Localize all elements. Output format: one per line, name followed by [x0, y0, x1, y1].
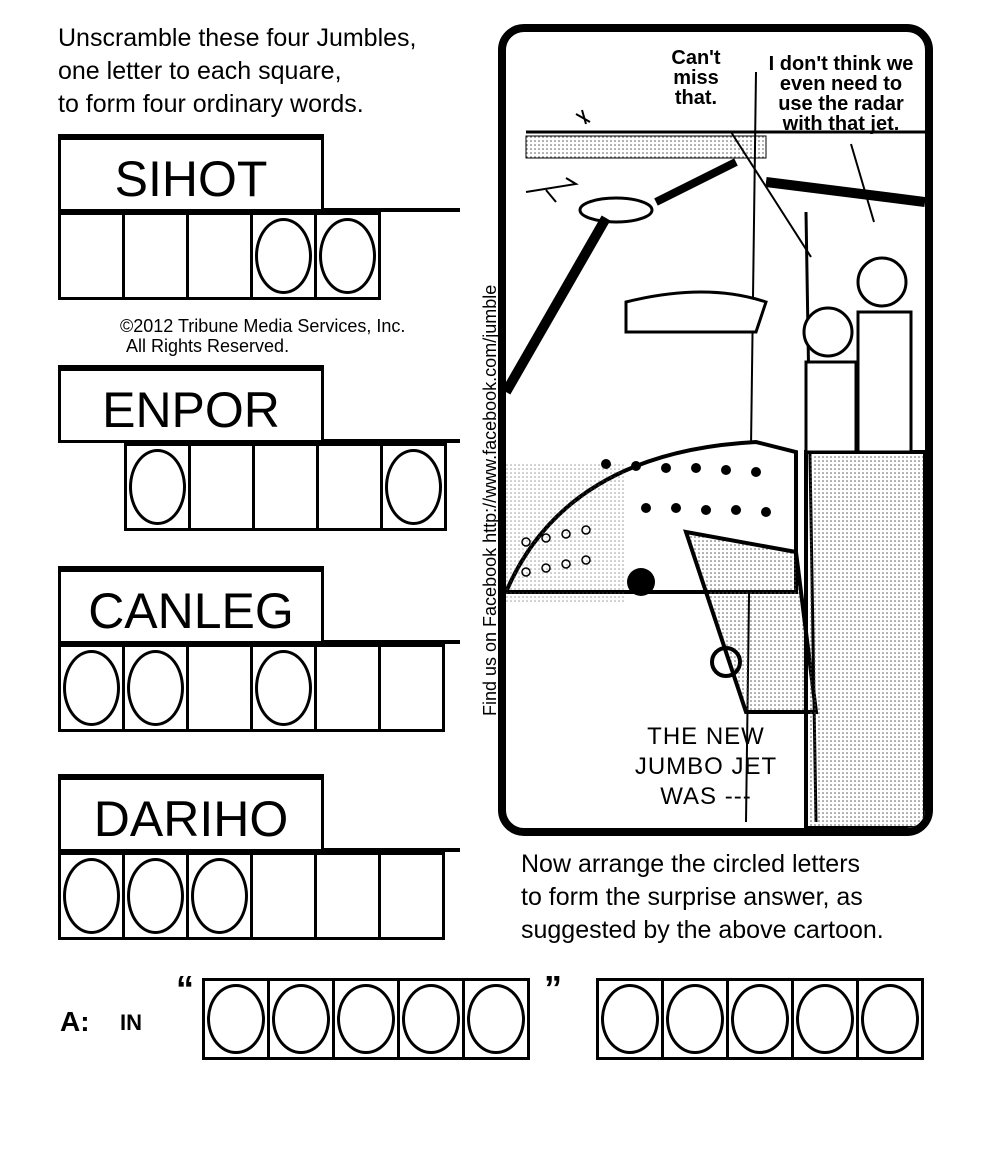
circled-letter-square[interactable] [124, 443, 191, 531]
answer-letter-square[interactable] [202, 978, 270, 1060]
cartoon-caption: THE NEW JUMBO JET WAS --- [606, 722, 806, 812]
copyright-line: All Rights Reserved. [126, 336, 290, 356]
jumble-2: ENPOR [58, 365, 460, 535]
jumble-3: CANLEG [58, 566, 460, 736]
answer-prefix: IN [120, 1010, 142, 1035]
scrambled-word-box: CANLEG [58, 566, 324, 644]
caption-line: THE NEW [647, 723, 765, 750]
bubble-line: Can't [671, 47, 721, 69]
divider [324, 848, 460, 852]
letter-square[interactable] [122, 212, 189, 300]
answer-letter-square[interactable] [397, 978, 465, 1060]
close-quote: ” [544, 968, 562, 1009]
answer-cells [58, 644, 445, 732]
letter-square[interactable] [316, 443, 383, 531]
answer-letter-square[interactable] [791, 978, 859, 1060]
circled-letter-square[interactable] [122, 852, 189, 940]
scrambled-word: SIHOT [114, 151, 268, 207]
divider [324, 208, 460, 212]
scrambled-word: CANLEG [88, 583, 294, 639]
instructions: Unscramble these four Jumbles, one lette… [58, 22, 478, 121]
letter-square[interactable] [58, 212, 125, 300]
bubble-line: that. [674, 87, 718, 109]
jumble-1: SIHOT [58, 134, 460, 304]
copyright: ©2012 Tribune Media Services, Inc. All R… [120, 316, 405, 356]
cartoon-illustration [506, 71, 925, 828]
answer-letter-square[interactable] [726, 978, 794, 1060]
answer-word-2 [596, 978, 924, 1060]
letter-square[interactable] [186, 212, 253, 300]
letter-square[interactable] [252, 443, 319, 531]
letter-square[interactable] [186, 644, 253, 732]
answer-letter-square[interactable] [856, 978, 924, 1060]
letter-square[interactable] [378, 644, 445, 732]
answer-letter-square[interactable] [267, 978, 335, 1060]
instructions-line: Unscramble these four Jumbles, [58, 24, 417, 52]
answer-letter-square[interactable] [332, 978, 400, 1060]
scrambled-word-box: DARIHO [58, 774, 324, 852]
letter-square[interactable] [314, 852, 381, 940]
bubble-line: miss [673, 67, 719, 89]
caption-line: JUMBO JET [634, 753, 778, 780]
answer-word-1 [202, 978, 530, 1060]
answer-letter-square[interactable] [596, 978, 664, 1060]
bubble-line: with that jet. [782, 113, 900, 135]
prompt-line: to form the surprise answer, as [521, 883, 863, 911]
answer-label: A: [60, 1006, 90, 1037]
divider [324, 439, 460, 443]
scrambled-word: ENPOR [102, 382, 280, 438]
prompt-line: suggested by the above cartoon. [521, 916, 884, 944]
circled-letter-square[interactable] [58, 852, 125, 940]
scrambled-word-box: ENPOR [58, 365, 324, 443]
bubble-line: even need to [779, 73, 903, 95]
speech-bubble-right: I don't think we even need to use the ra… [751, 53, 925, 135]
instructions-line: to form four ordinary words. [58, 90, 364, 118]
divider [324, 640, 460, 644]
circled-letter-square[interactable] [58, 644, 125, 732]
copyright-line: ©2012 Tribune Media Services, Inc. [120, 316, 406, 336]
scrambled-word: DARIHO [93, 791, 289, 847]
answer-cells [124, 443, 447, 531]
letter-square[interactable] [250, 852, 317, 940]
letter-square[interactable] [188, 443, 255, 531]
letter-square[interactable] [314, 644, 381, 732]
open-quote: “ [176, 968, 194, 1009]
scrambled-word-box: SIHOT [58, 134, 324, 212]
bubble-line: use the radar [778, 93, 904, 115]
caption-line: WAS --- [660, 783, 752, 810]
cartoon-panel: Can't miss that. I don't think we even n… [498, 24, 933, 836]
bubble-line: I don't think we [768, 53, 914, 75]
circled-letter-square[interactable] [122, 644, 189, 732]
circled-letter-square[interactable] [314, 212, 381, 300]
instructions-line: one letter to each square, [58, 57, 342, 85]
answer-instructions: Now arrange the circled letters to form … [521, 848, 941, 947]
answer-letter-square[interactable] [661, 978, 729, 1060]
circled-letter-square[interactable] [250, 212, 317, 300]
prompt-line: Now arrange the circled letters [521, 850, 861, 878]
letter-square[interactable] [378, 852, 445, 940]
jumble-4: DARIHO [58, 774, 460, 944]
circled-letter-square[interactable] [250, 644, 317, 732]
circled-letter-square[interactable] [186, 852, 253, 940]
circled-letter-square[interactable] [380, 443, 447, 531]
answer-cells [58, 212, 381, 300]
answer-cells [58, 852, 445, 940]
answer-letter-square[interactable] [462, 978, 530, 1060]
speech-bubble-left: Can't miss that. [651, 48, 741, 108]
